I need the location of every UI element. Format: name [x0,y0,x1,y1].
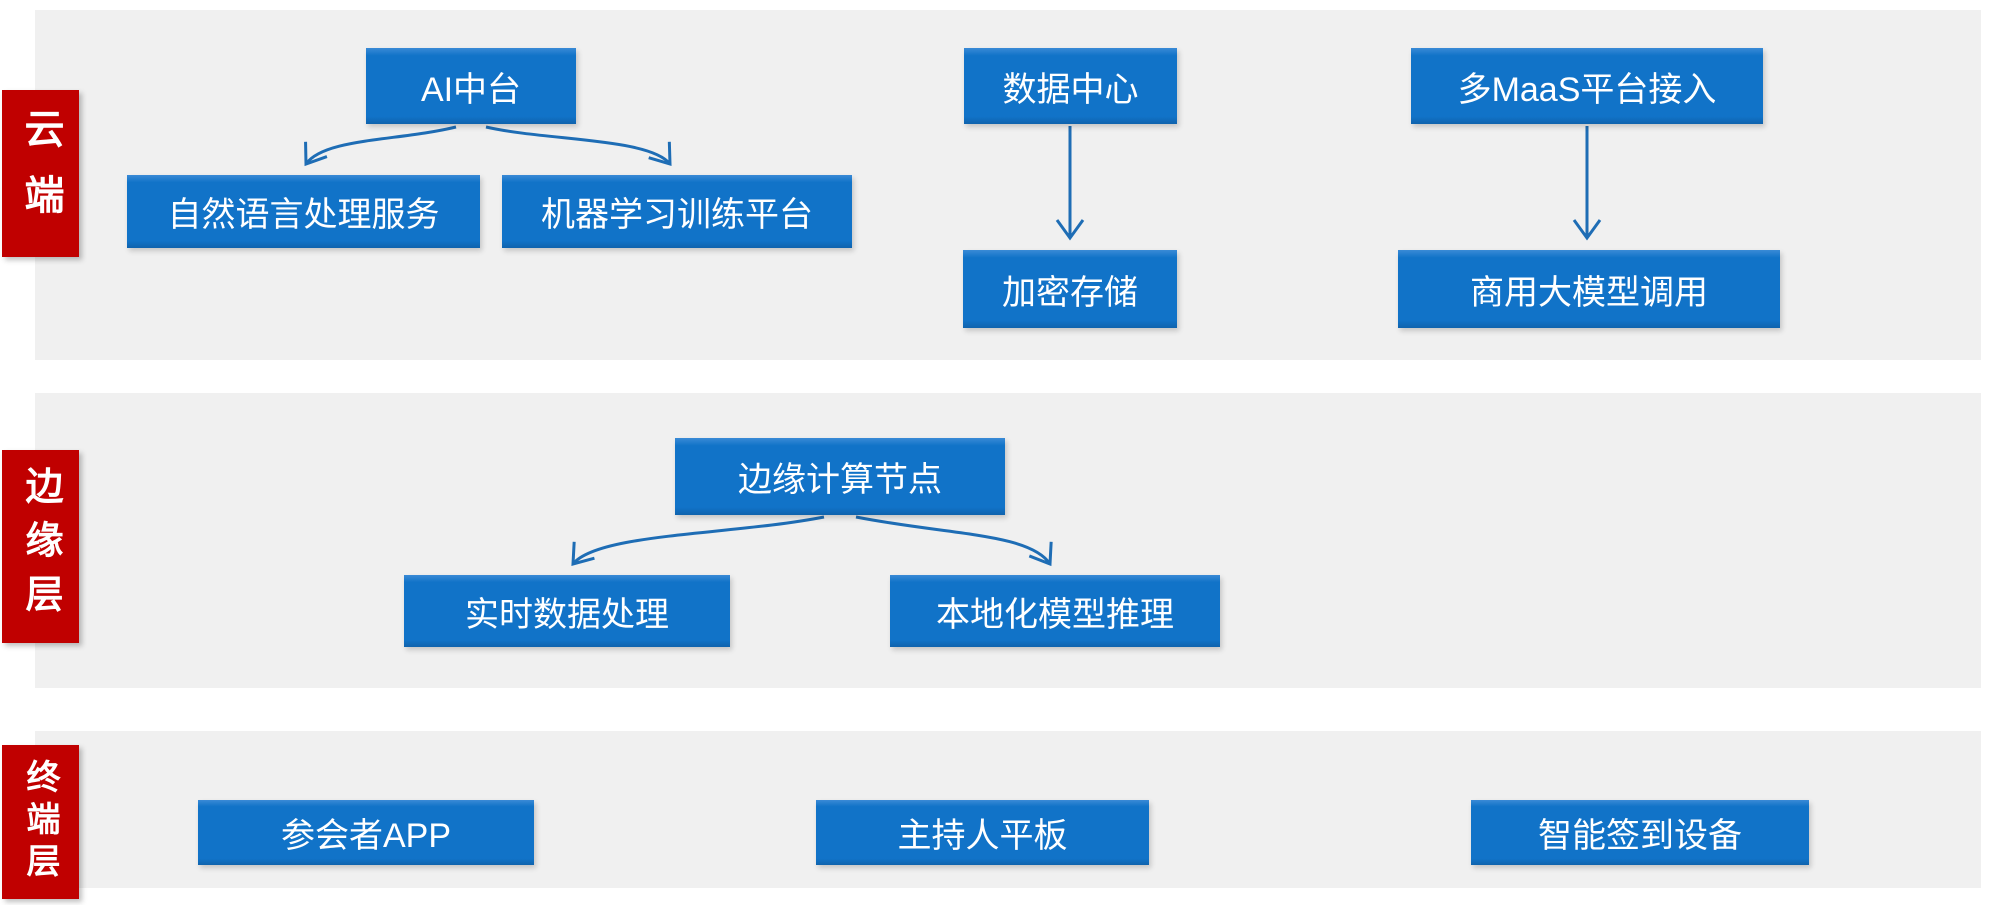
node-commercial-llm: 商用大模型调用 [1398,250,1780,328]
node-ml-training: 机器学习训练平台 [502,175,852,248]
node-maas-access: 多MaaS平台接入 [1411,48,1763,124]
terminal-layer-label: 终端层 [2,745,79,899]
node-host-tablet: 主持人平板 [816,800,1149,865]
node-realtime-processing: 实时数据处理 [404,575,730,647]
node-encrypted-storage: 加密存储 [963,250,1177,328]
cloud-layer-label: 云端 [2,90,79,257]
node-smart-checkin: 智能签到设备 [1471,800,1809,865]
node-attendee-app: 参会者APP [198,800,534,865]
node-data-center: 数据中心 [964,48,1177,124]
node-edge-compute: 边缘计算节点 [675,438,1005,515]
node-ai-platform: AI中台 [366,48,576,124]
edge-layer-label: 边缘层 [2,450,79,643]
node-local-inference: 本地化模型推理 [890,575,1220,647]
node-nlp-service: 自然语言处理服务 [127,175,480,248]
